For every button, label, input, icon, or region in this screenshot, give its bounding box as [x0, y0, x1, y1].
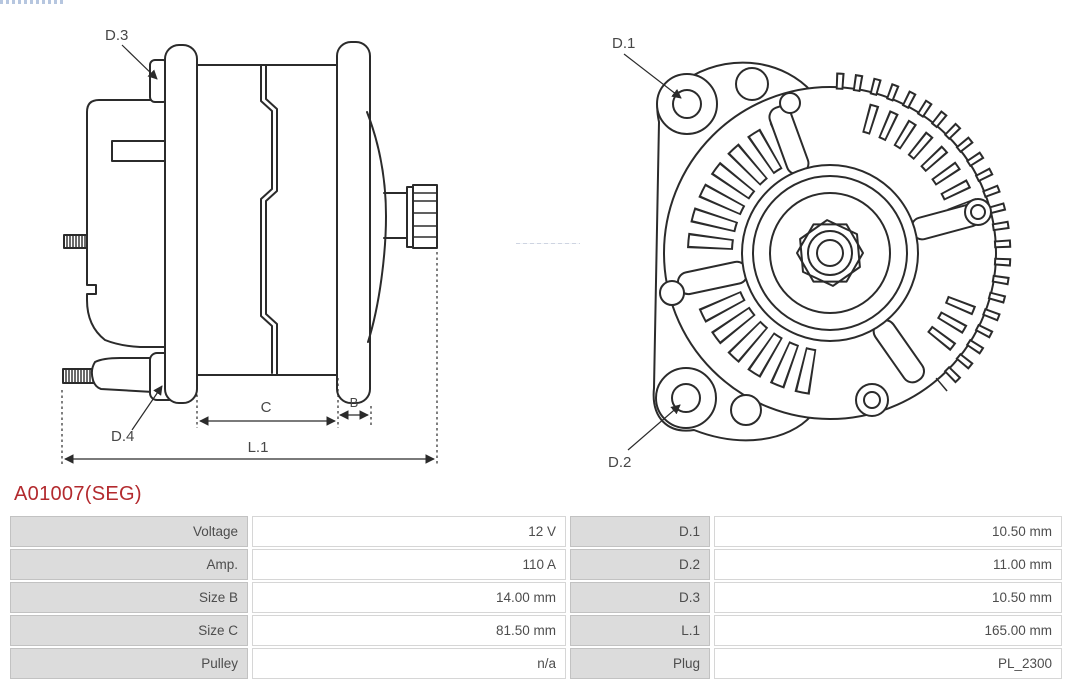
watermark-fragment — [0, 0, 66, 4]
spec-label: Size C — [10, 615, 248, 646]
spec-value: 14.00 mm — [252, 582, 566, 613]
arrow-d1 — [623, 53, 682, 99]
main-body — [196, 64, 341, 376]
spec-label: Amp. — [10, 549, 248, 580]
terminal-cap — [90, 357, 154, 393]
shaft-thread-block — [412, 184, 438, 249]
spec-label: Plug — [570, 648, 710, 679]
front-lug — [164, 44, 198, 404]
body-seam-left — [260, 64, 273, 374]
dim-label-d3: D.3 — [105, 27, 128, 44]
spec-value: PL_2300 — [714, 648, 1062, 679]
spec-label: D.3 — [570, 582, 710, 613]
dim-label-l1: L.1 — [248, 439, 269, 456]
hole-d1 — [672, 89, 702, 119]
arrow-d4 — [131, 385, 163, 431]
table-row: Size B 14.00 mm D.3 10.50 mm — [10, 582, 1062, 613]
spec-value: 12 V — [252, 516, 566, 547]
table-row: Pulley n/a Plug PL_2300 — [10, 648, 1062, 679]
spec-value: 11.00 mm — [714, 549, 1062, 580]
spec-table: Voltage 12 V D.1 10.50 mm Amp. 110 A D.2… — [10, 516, 1062, 681]
spec-label: L.1 — [570, 615, 710, 646]
dim-label-b: B — [350, 395, 359, 410]
spec-value: 165.00 mm — [714, 615, 1062, 646]
housing-slot — [111, 140, 166, 162]
rear-lug — [336, 41, 371, 404]
rear-housing — [86, 99, 166, 348]
table-row: Size C 81.50 mm L.1 165.00 mm — [10, 615, 1062, 646]
spec-label: Voltage — [10, 516, 248, 547]
alternator-front-view-diagram: D.1 D.2 — [608, 35, 1012, 471]
spec-label: Size B — [10, 582, 248, 613]
arrow-d2 — [627, 404, 681, 451]
spec-label: D.2 — [570, 549, 710, 580]
body-seam-right — [265, 64, 278, 376]
dim-label-d4: D.4 — [111, 428, 134, 445]
dim-label-d1: D.1 — [612, 35, 635, 52]
spec-value: 110 A — [252, 549, 566, 580]
table-row: Voltage 12 V D.1 10.50 mm — [10, 516, 1062, 547]
spec-value: 10.50 mm — [714, 516, 1062, 547]
dim-label-d2: D.2 — [608, 454, 631, 471]
spec-value: n/a — [252, 648, 566, 679]
dim-label-c: C — [261, 399, 272, 416]
spec-value: 81.50 mm — [252, 615, 566, 646]
part-number: A01007(SEG) — [14, 483, 142, 505]
rear-bracket-curve — [366, 111, 387, 343]
table-row: Amp. 110 A D.2 11.00 mm — [10, 549, 1062, 580]
arrow-d3 — [121, 44, 158, 80]
spec-label: Pulley — [10, 648, 248, 679]
spec-value: 10.50 mm — [714, 582, 1062, 613]
spec-label: D.1 — [570, 516, 710, 547]
alternator-side-view-diagram: D.3 D.4 C B L.1 — [61, 27, 438, 464]
watermark-line — [516, 243, 580, 244]
